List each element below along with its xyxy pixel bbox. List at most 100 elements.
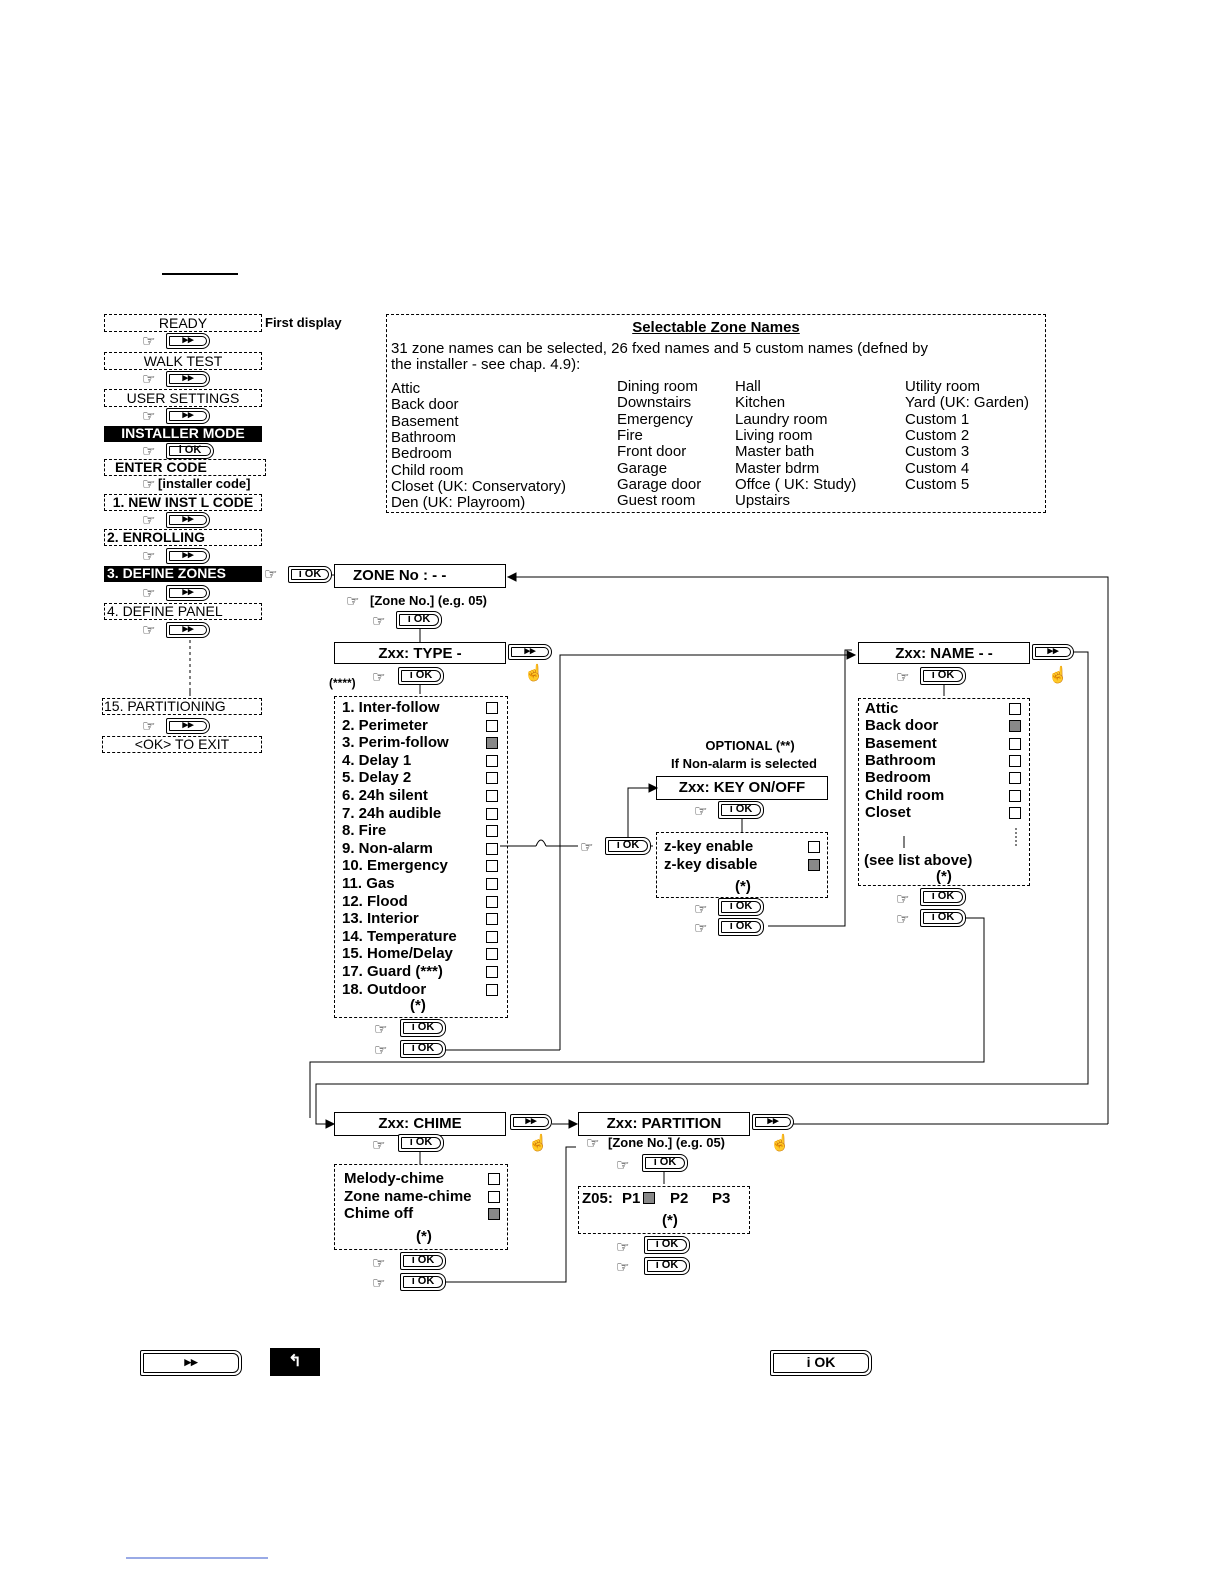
next-key-button[interactable]: ▸▸ [166,408,210,424]
zone-type-checkbox[interactable] [486,702,498,714]
ok-key-button[interactable]: i OK [396,611,442,629]
key-onoff-checkbox[interactable] [808,841,820,853]
ok-key-button[interactable]: i OK [166,443,214,459]
next-key-button[interactable]: ▸▸ [752,1114,794,1130]
next-key-button[interactable]: ▸▸ [166,622,210,638]
ok-key-button[interactable]: i OK [920,909,966,927]
zone-name-checkbox[interactable] [1009,806,1021,819]
ok-key-button[interactable]: i OK [400,1273,446,1291]
zone-name-option[interactable]: Bedroom [865,769,931,787]
zone-type-option[interactable]: 17. Guard (***) [342,963,443,980]
zone-type-checkbox[interactable] [486,754,498,767]
next-key-button[interactable]: ▸▸ [508,644,552,660]
key-onoff-option[interactable]: z-key disable [664,855,758,873]
ok-key-button[interactable]: i OK [398,1134,444,1152]
zone-type-checkbox[interactable] [486,807,498,820]
zone-type-option[interactable]: 14. Temperature [342,927,457,945]
zone-type-option[interactable]: 9. Non-alarm [342,839,433,857]
zone-type-checkbox[interactable] [486,930,498,943]
menu-ok-to-exit[interactable]: <OK> TO EXIT [102,736,262,753]
menu-define-zones[interactable]: 3. DEFINE ZONES [104,566,262,582]
legend-back-key[interactable]: ↰ [270,1348,320,1376]
zone-chime-checkbox[interactable] [488,1190,500,1203]
menu-new-inst-code[interactable]: 1. NEW INST L CODE [104,494,262,511]
next-key-button[interactable]: ▸▸ [166,548,210,564]
partition-p1-checkbox[interactable] [643,1192,655,1204]
zone-type-checkbox[interactable] [486,737,498,750]
next-key-button[interactable]: ▸▸ [166,585,210,601]
zone-type-option[interactable]: 15. Home/Delay [342,945,453,963]
ok-key-button[interactable]: i OK [920,667,966,685]
zone-type-option[interactable]: 2. Perimeter [342,716,428,734]
next-key-button[interactable]: ▸▸ [510,1114,552,1130]
zone-type-option[interactable]: 8. Fire [342,822,387,840]
ok-key-button[interactable]: i OK [400,1040,446,1058]
menu-user-settings[interactable]: USER SETTINGS [104,389,262,407]
ok-key-button[interactable]: i OK [288,566,332,583]
zone-type-checkbox[interactable] [486,772,498,785]
zone-name-checkbox[interactable] [1009,754,1021,767]
zone-type-checkbox[interactable] [486,860,498,873]
zone-type-option[interactable]: 1. Inter-follow [342,699,440,716]
ok-key-button[interactable]: i OK [400,1252,446,1270]
legend-ok-key[interactable]: i OK [770,1350,872,1376]
zone-name-checkbox[interactable] [1009,789,1021,802]
menu-enrolling[interactable]: 2. ENROLLING [104,529,262,546]
menu-partitioning[interactable]: 15. PARTITIONING [102,698,262,715]
zone-name-checkbox[interactable] [1009,703,1021,715]
ok-key-button[interactable]: i OK [400,1019,446,1037]
zone-type-checkbox[interactable] [486,983,498,996]
ok-key-button[interactable]: i OK [644,1257,690,1275]
zone-type-option[interactable]: 18. Outdoor [342,980,427,998]
next-key-button[interactable]: ▸▸ [166,512,210,528]
zone-type-option[interactable]: 12. Flood [342,892,408,910]
zone-type-checkbox[interactable] [486,895,498,908]
zone-name-checkbox[interactable] [1009,772,1021,785]
zone-type-checkbox[interactable] [486,878,498,890]
ok-key-button[interactable]: i OK [642,1154,688,1172]
zone-type-checkbox[interactable] [486,913,498,926]
ok-key-button[interactable]: i OK [718,801,764,819]
zone-chime-checkbox[interactable] [488,1173,500,1185]
zone-name-checkbox[interactable] [1009,720,1021,733]
key-onoff-checkbox[interactable] [808,858,820,871]
next-key-button[interactable]: ▸▸ [166,718,210,734]
menu-walk-test[interactable]: WALK TEST [104,352,262,370]
zone-type-option[interactable]: 6. 24h silent [342,787,428,804]
zone-type-checkbox[interactable] [486,948,498,961]
zone-name-option[interactable]: Back door [865,717,939,735]
next-key-button[interactable]: ▸▸ [166,371,210,387]
zone-type-option[interactable]: 10. Emergency [342,857,448,875]
zone-type-option[interactable]: 4. Delay 1 [342,751,412,769]
zone-name-checkbox[interactable] [1009,737,1021,750]
menu-enter-code[interactable]: ENTER CODE [104,459,266,476]
zone-chime-option[interactable]: Chime off [344,1205,414,1222]
ok-key-button[interactable]: i OK [605,837,651,855]
zone-type-checkbox[interactable] [486,790,498,802]
key-onoff-option[interactable]: z-key enable [664,838,754,855]
zone-name-option[interactable]: Closet [865,803,911,821]
zone-name-option[interactable]: Attic [865,700,899,717]
menu-ready[interactable]: READY [104,314,262,332]
zone-chime-option[interactable]: Zone name-chime [344,1187,472,1205]
zone-type-option[interactable]: 5. Delay 2 [342,769,412,787]
zone-type-checkbox[interactable] [486,966,498,978]
zone-name-option[interactable]: Bathroom [865,751,936,769]
zone-name-option[interactable]: Basement [865,734,937,752]
zone-type-checkbox[interactable] [486,825,498,838]
zone-type-option[interactable]: 11. Gas [342,875,395,892]
ok-key-button[interactable]: i OK [718,918,764,936]
zone-name-option[interactable]: Child room [865,786,945,804]
ok-key-button[interactable]: i OK [644,1236,690,1254]
menu-define-panel[interactable]: 4. DEFINE PANEL [104,603,262,620]
zone-type-option[interactable]: 13. Interior [342,910,419,928]
zone-type-checkbox[interactable] [486,842,498,855]
menu-installer-mode[interactable]: INSTALLER MODE [104,426,262,442]
zone-type-checkbox[interactable] [486,719,498,732]
ok-key-button[interactable]: i OK [718,898,764,916]
next-key-button[interactable]: ▸▸ [1032,644,1074,660]
ok-key-button[interactable]: i OK [398,667,444,685]
legend-next-key[interactable]: ▸▸ [140,1350,242,1376]
zone-chime-option[interactable]: Melody-chime [344,1170,445,1187]
next-key-button[interactable]: ▸▸ [166,333,210,349]
